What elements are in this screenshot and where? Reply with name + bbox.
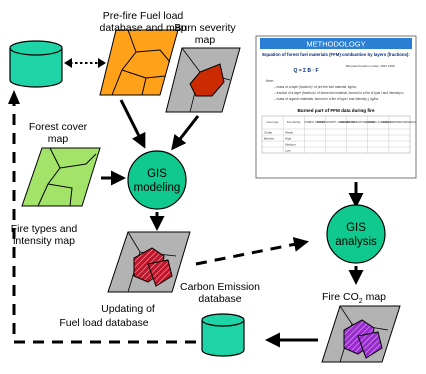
prefire-database-icon	[9, 40, 63, 88]
carbon-emission-label-line2: database	[198, 293, 241, 305]
methodology-where-2: – fraction of a layer (fraction) i of fo…	[274, 91, 404, 95]
fire-types-map	[107, 231, 191, 293]
forest-cover-map	[21, 147, 101, 207]
prefire-label: Pre-fire Fuel load	[103, 10, 184, 22]
methodology-table-cell: Weak	[285, 130, 293, 134]
forest-cover-label: Forest cover	[29, 121, 88, 133]
gis-modeling-line2: modeling	[134, 182, 181, 194]
fire-co2-map	[321, 305, 401, 363]
dashed-feedback-loop	[8, 90, 196, 344]
gis-modeling-node: GIS modeling	[127, 150, 187, 210]
methodology-where-3: – mass of organic materials, burned in a…	[274, 97, 379, 101]
methodology-table-title: Burned part of FFM data during fire	[297, 108, 375, 113]
gis-modeling-line1: GIS	[147, 168, 167, 180]
methodology-table-cell: Medium	[285, 142, 296, 146]
gis-analysis-node: GIS analysis	[326, 204, 386, 264]
methodology-model-note: Biomass Kovats's model, 1997-1999	[346, 64, 395, 68]
methodology-table-cell: Cedar	[264, 130, 272, 134]
arrows-into-gis-modeling	[101, 99, 200, 186]
dashed-arrow-to-gis-analysis	[195, 236, 309, 266]
gis-analysis-line1: GIS	[346, 222, 366, 234]
methodology-where-1: – mass of a layer (fraction) i of pre-fi…	[274, 85, 357, 89]
methodology-table-header: DEAD DROPPED MATERIALS	[383, 121, 417, 124]
prefire-label-line2: database and map	[100, 22, 187, 34]
burn-severity-label-line2: map	[195, 34, 216, 46]
updating-label-line2: Fuel load database	[59, 317, 148, 329]
fire-types-label-line2: intensity map	[13, 235, 75, 247]
methodology-heading: Equation of forest fuel materials (FFM) …	[262, 52, 410, 57]
burn-severity-map	[165, 47, 241, 113]
forest-cover-label-line2: map	[48, 133, 69, 145]
methodology-table-header: GROUND LAYER (BRA)	[365, 121, 391, 124]
methodology-table-header: Forest type	[267, 121, 280, 124]
fire-co2-label: Fire CO2 map	[322, 291, 386, 305]
updating-label: Updating of	[101, 303, 155, 315]
methodology-panel: METHODOLOGY Equation of forest fuel mate…	[255, 35, 417, 179]
methodology-table-header: Fire intensity	[287, 121, 301, 124]
carbon-emission-label: Carbon Emission	[180, 281, 260, 293]
methodology-title: METHODOLOGY	[306, 40, 365, 49]
prefire-fuel-map	[99, 29, 179, 96]
methodology-where: Here:	[266, 79, 274, 83]
fire-types-label: Fire types and	[11, 223, 78, 235]
methodology-table-cell: Birches	[264, 136, 275, 140]
carbon-database-icon	[201, 313, 245, 357]
burn-severity-label: Burn severity	[174, 22, 236, 34]
methodology-table-header: GROUND VEGETATION COVER	[339, 121, 375, 124]
gis-analysis-line2: analysis	[335, 236, 377, 248]
methodology-table-header: UNDERGROWTH / UNDERBRUSH	[317, 121, 356, 124]
methodology-table-cell: High	[285, 136, 292, 140]
methodology-table-header: FOREST CANOPY	[305, 121, 326, 124]
methodology-table: Forest type Fire intensity FOREST CANOPYUN…	[261, 115, 417, 154]
methodology-table-frame	[261, 115, 411, 154]
methodology-equation: Q = Σ B · F	[293, 68, 318, 74]
dotted-double-arrow	[64, 58, 106, 68]
methodology-table-cell: Low	[285, 148, 291, 152]
